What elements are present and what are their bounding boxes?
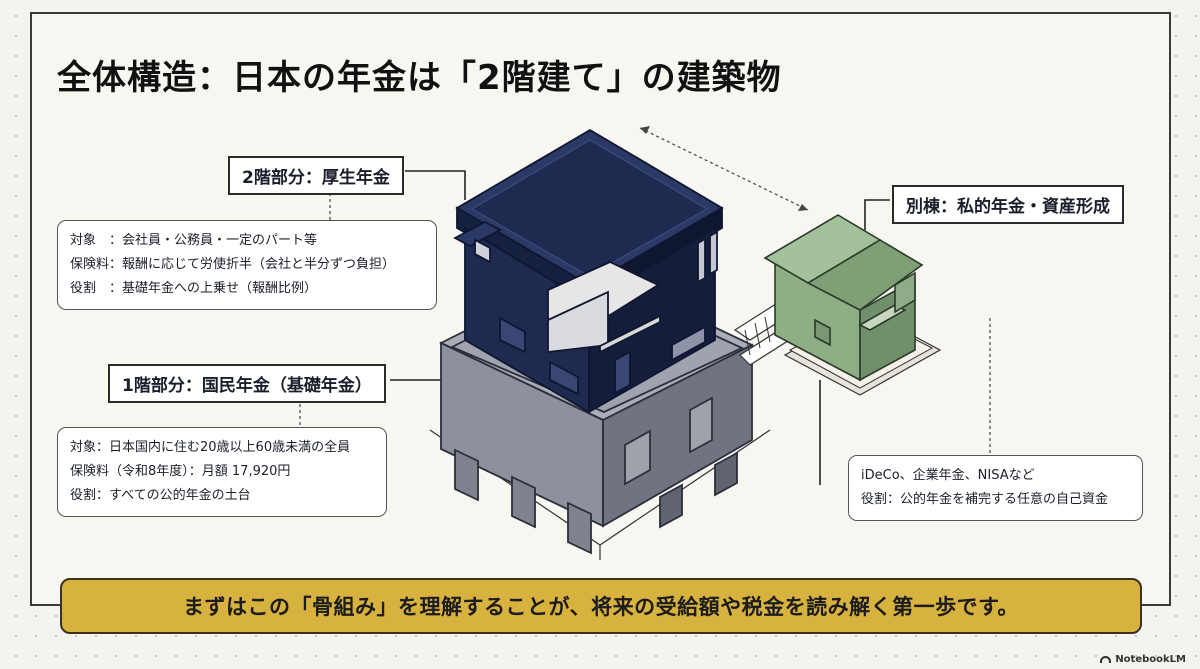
arrow-annex-line [639, 127, 809, 211]
brand-name: NotebookLM [1115, 654, 1186, 665]
brand-mark: NotebookLM [1100, 654, 1186, 665]
annex-label: 別棟：私的年金・資産形成 [892, 185, 1124, 224]
annex-role: 役割：公的年金を補完する任意の自己資金 [861, 492, 1109, 507]
notebooklm-logo-icon [1100, 656, 1112, 663]
second-floor-info: 対象 ：会社員・公務員・一定のパート等 保険料：報酬に応じて労使折半（会社と半分… [57, 220, 437, 310]
annex-house [763, 214, 942, 396]
first-floor-target: 対象：日本国内に住む20歳以上60歳未満の全員 [70, 440, 351, 455]
first-floor-premium: 保険料（令和8年度）：月額 17,920円 [70, 464, 291, 479]
summary-banner: まずはこの「骨組み」を理解することが、将来の受給額や税金を読み解く第一歩です。 [60, 578, 1142, 634]
second-floor-premium: 保険料：報酬に応じて労使折半（会社と半分ずつ負担） [70, 257, 396, 272]
second-floor-role: 役割 ：基礎年金への上乗せ（報酬比例） [70, 281, 318, 296]
first-floor-role: 役割：すべての公的年金の土台 [70, 488, 251, 503]
arrow-head-right [798, 204, 808, 211]
second-floor-label: 2階部分：厚生年金 [228, 156, 404, 195]
line-second-floor [405, 170, 466, 200]
annex-info: iDeCo、企業年金、NISAなど 役割：公的年金を補完する任意の自己資金 [848, 455, 1143, 521]
second-floor-block [453, 128, 724, 414]
first-floor-right [602, 343, 753, 528]
page-title: 全体構造：日本の年金は「2階建て」の建築物 [57, 58, 782, 98]
first-floor-info: 対象：日本国内に住む20歳以上60歳未満の全員 保険料（令和8年度）：月額 17… [57, 427, 387, 517]
line-annex-label [864, 199, 890, 230]
first-floor-label: 1階部分：国民年金（基礎年金） [108, 364, 386, 403]
arrow-head-left [640, 126, 650, 134]
second-floor-target: 対象 ：会社員・公務員・一定のパート等 [70, 233, 318, 248]
annex-examples: iDeCo、企業年金、NISAなど [861, 468, 1035, 483]
annex-roof-right [806, 239, 924, 311]
connector-lines [299, 127, 991, 455]
